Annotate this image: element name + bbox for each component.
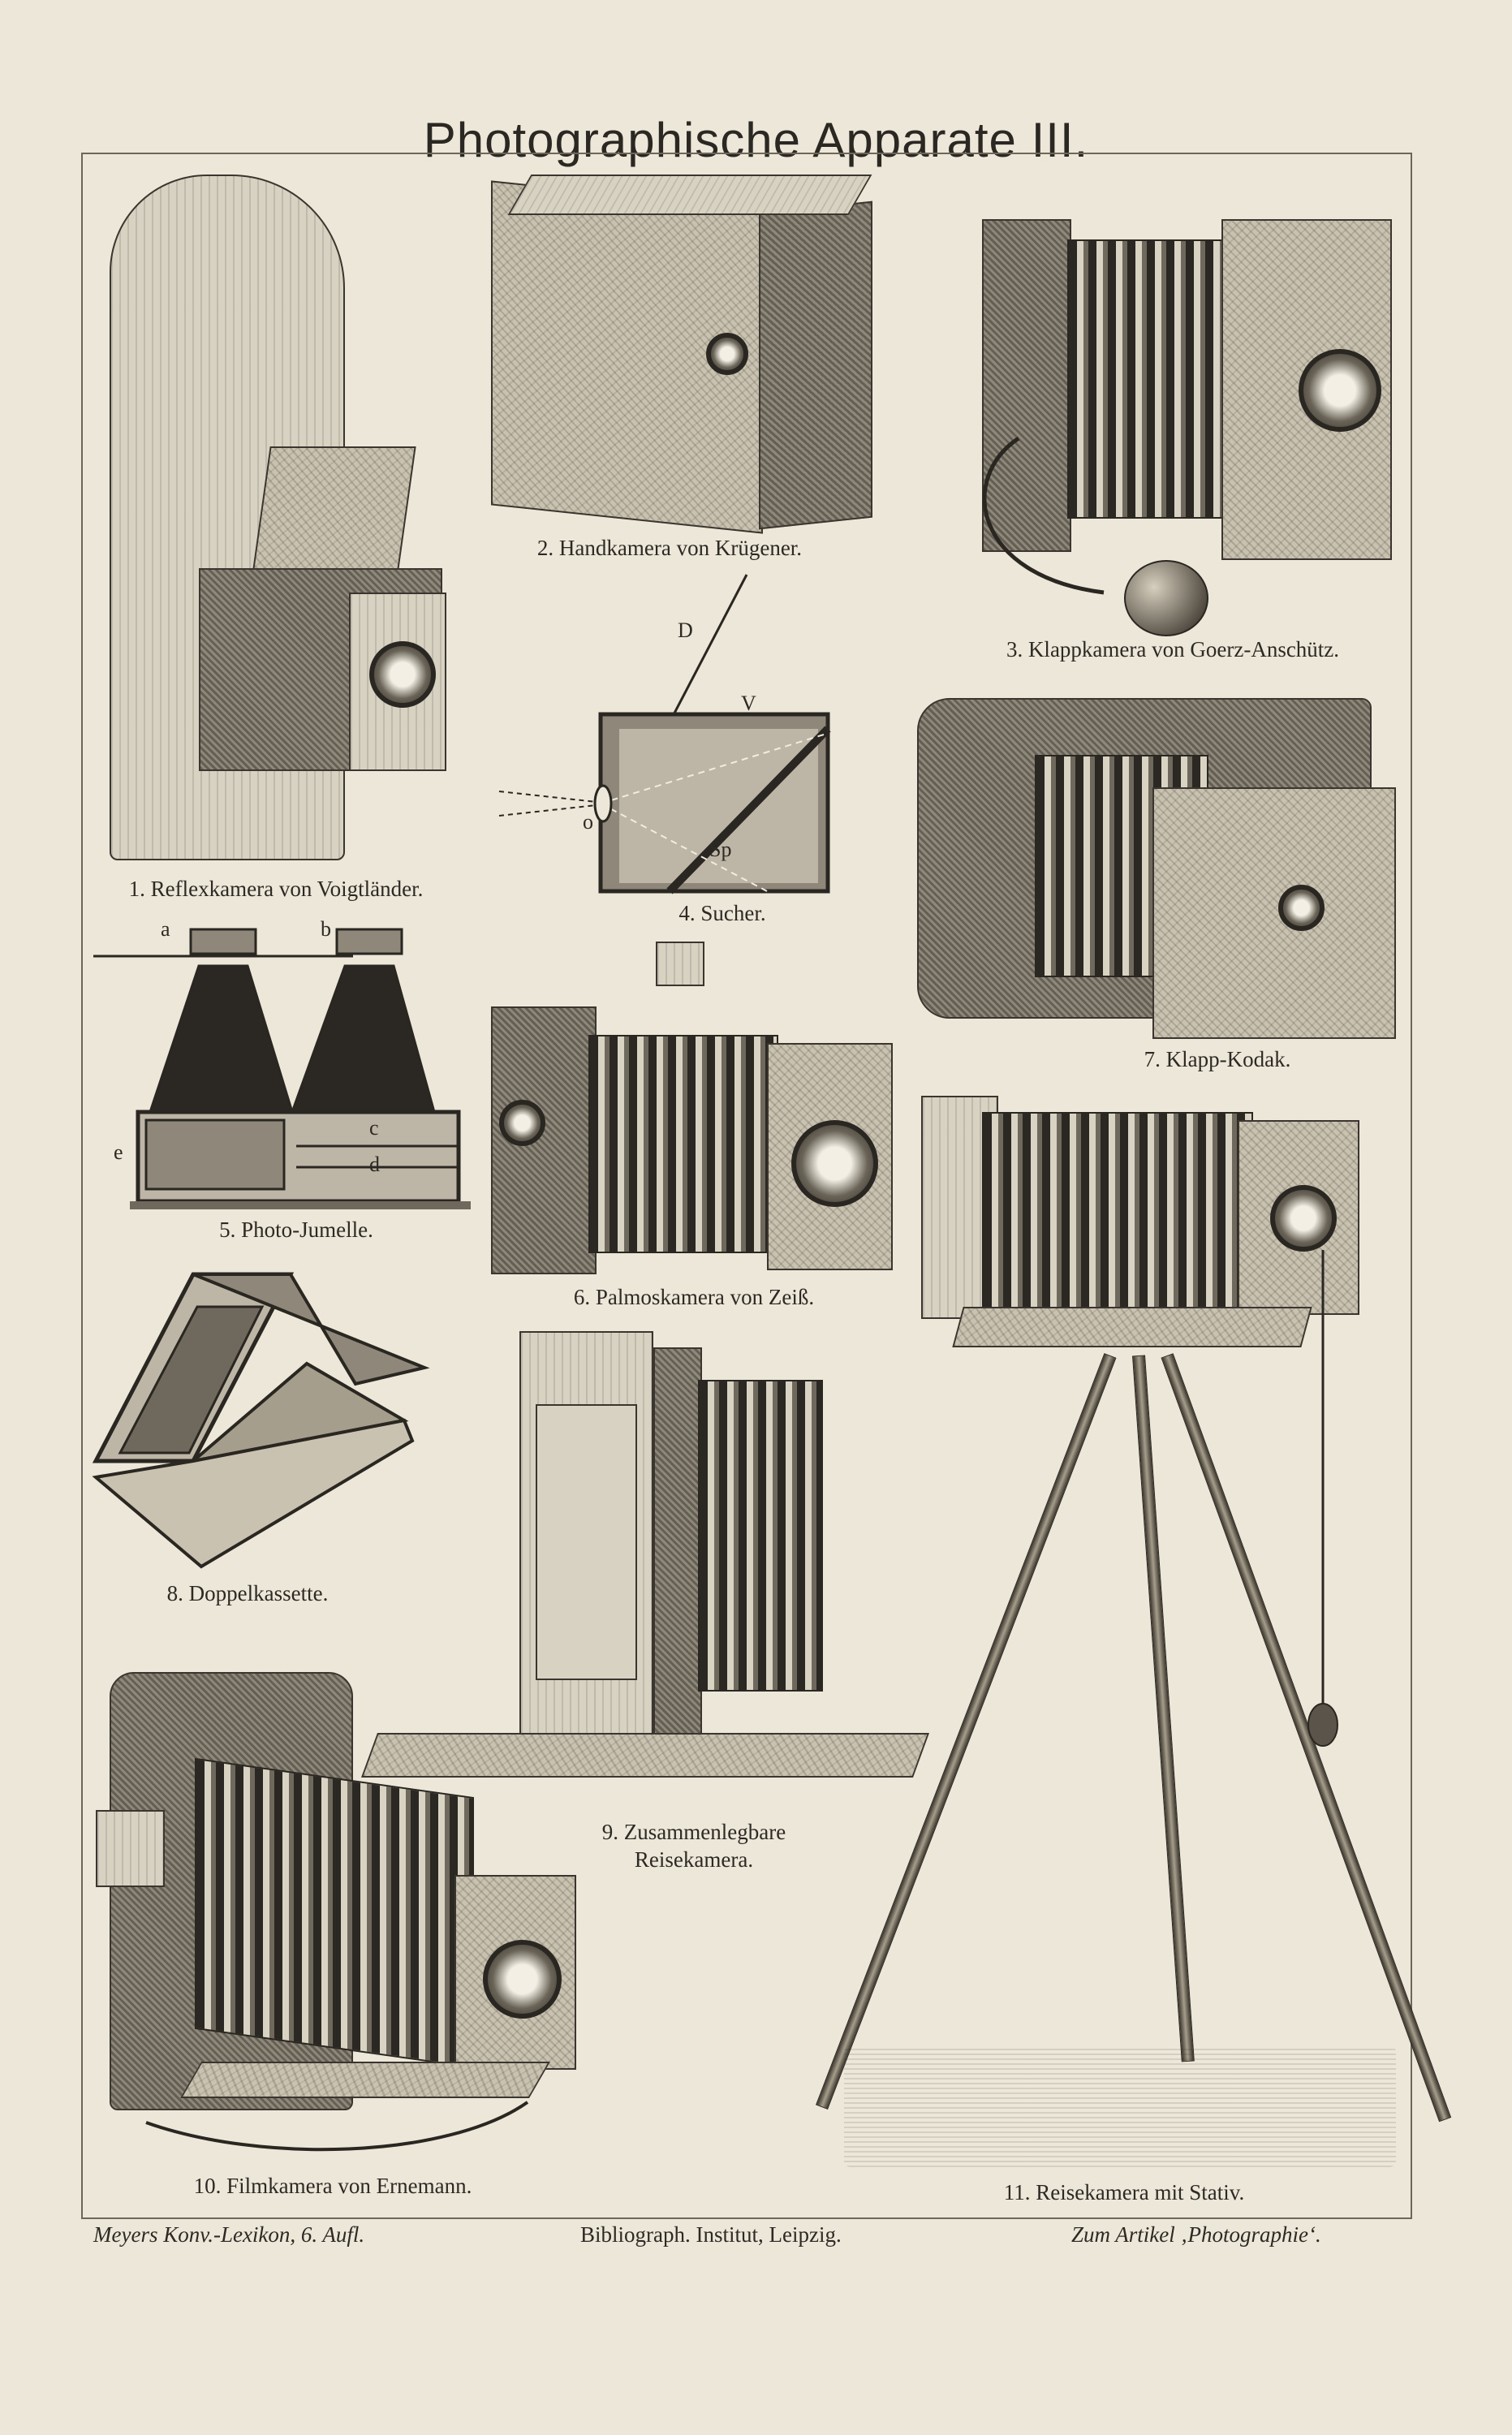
figure-10-caption: 10. Filmkamera von Ernemann. — [193, 2174, 472, 2198]
figure-11-caption: 11. Reisekamera mit Stativ. — [1003, 2180, 1245, 2204]
figure-5-label-c: c — [369, 1116, 379, 1140]
figure-5-label-e: e — [114, 1140, 123, 1164]
figure-3-back-plate — [982, 219, 1071, 552]
figure-7-lens — [1278, 885, 1325, 931]
footer-article-reference: Zum Artikel ‚Photographie‘. — [1071, 2222, 1321, 2247]
figure-5-caption: 5. Photo-Jumelle. — [219, 1218, 373, 1242]
figure-10-viewfinder — [96, 1810, 165, 1887]
figure-6-viewfinder — [656, 942, 704, 986]
figure-2-box-top — [507, 175, 872, 215]
page-title: Photographische Apparate III. — [423, 113, 1089, 168]
footer-publisher: Bibliograph. Institut, Leipzig. — [580, 2222, 842, 2247]
figure-3-bellows — [1067, 239, 1233, 519]
figure-3-bulb — [1124, 560, 1208, 636]
figure-8-caption: 8. Doppelkassette. — [166, 1581, 329, 1605]
figure-9-bellows — [698, 1380, 823, 1692]
figure-4-diagram — [498, 574, 831, 894]
figure-5-label-a: a — [161, 917, 170, 941]
figure-6-lens — [791, 1120, 878, 1207]
figure-11-base — [952, 1307, 1312, 1347]
footer-publication: Meyers Konv.-Lexikon, 6. Aufl. — [93, 2222, 365, 2247]
plate-frame — [81, 153, 1412, 2219]
figure-7-caption: 7. Klapp-Kodak. — [1144, 1047, 1291, 1071]
figure-3-shutter-cable — [982, 436, 1105, 595]
figure-9-side — [653, 1347, 702, 1753]
figure-3-caption: 3. Klappkamera von Goerz-Anschütz. — [1006, 637, 1340, 662]
figure-11-shutter-cable — [1307, 1250, 1338, 1747]
figure-1-lens — [369, 641, 436, 708]
figure-4-label-sp: Sp — [709, 838, 732, 861]
figure-9-caption: 9. Zusammenlegbare Reisekamera. — [601, 1820, 786, 1872]
figure-9-base — [360, 1733, 930, 1778]
figure-9-plate — [536, 1404, 637, 1680]
figure-6-caption: 6. Palmoskamera von Zeiß. — [573, 1285, 815, 1309]
figure-5-diagram — [93, 928, 471, 1209]
figure-11-lens — [1270, 1185, 1337, 1252]
figure-5-label-b: b — [321, 917, 331, 941]
figure-2-caption: 2. Handkamera von Krügener. — [536, 536, 803, 560]
figure-2-lens — [706, 333, 748, 375]
figure-4-label-v: V — [741, 692, 756, 715]
figure-1-caption: 1. Reflexkamera von Voigtländer. — [128, 877, 424, 901]
figure-11-floor-shadow — [844, 2045, 1396, 2167]
figure-10-cable — [145, 2101, 529, 2152]
figure-11-bellows — [982, 1112, 1253, 1310]
figure-6-bellows — [588, 1035, 778, 1253]
figure-10-bellows — [195, 1757, 474, 2069]
figure-4-caption: 4. Sucher. — [678, 901, 766, 925]
figure-4-label-o: o — [583, 810, 593, 834]
figure-6-side-lens — [499, 1100, 545, 1146]
figure-8-drawing — [92, 1272, 430, 1569]
figure-5-label-d: d — [369, 1153, 380, 1176]
figure-3-lens — [1299, 349, 1381, 432]
figure-2-box-front — [759, 200, 872, 530]
figure-10-lens — [483, 1940, 562, 2019]
figure-4-label-d: D — [678, 618, 693, 642]
figure-7-front — [1152, 787, 1396, 1039]
